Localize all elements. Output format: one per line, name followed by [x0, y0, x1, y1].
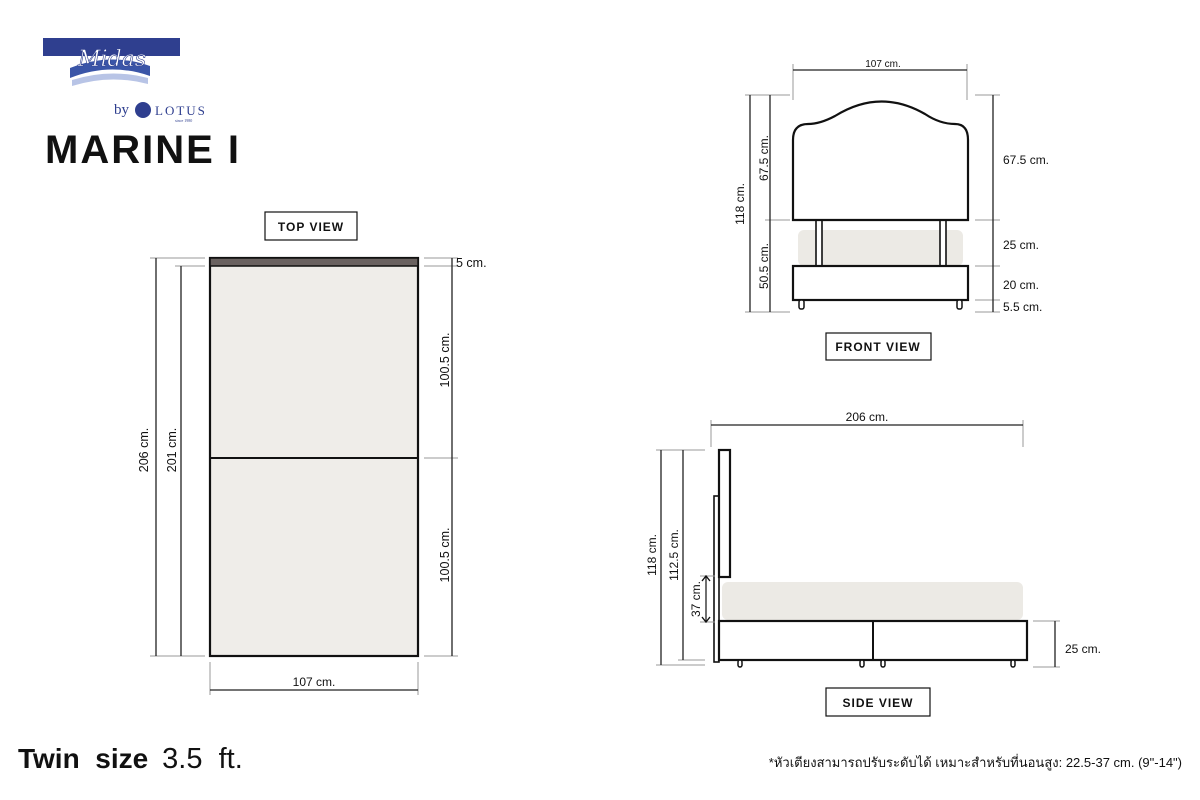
midas-logo: Midas	[43, 38, 180, 86]
dim-headboard: 5 cm.	[456, 256, 487, 270]
dim-adjust-range: 37 cm.	[689, 581, 703, 617]
partner-name: LOTUS	[155, 103, 207, 118]
top-view: TOP VIEW 206 cm. 201 cm. 5 cm. 100.5 cm.…	[137, 211, 487, 695]
dim-inner-length: 201 cm.	[165, 428, 179, 472]
dim-legs: 5.5 cm.	[1003, 300, 1042, 314]
dim-total-height: 118 cm.	[645, 534, 659, 576]
dim-upper-half: 100.5 cm.	[438, 333, 452, 388]
size-value: 3.5 ft.	[162, 743, 243, 775]
lotus-crest-icon	[135, 102, 151, 118]
dim-lower-half: 100.5 cm.	[438, 528, 452, 583]
dim-headboard-height: 112.5 cm.	[667, 529, 681, 581]
partner-since: since 1980	[175, 118, 192, 123]
dim-headboard-left: 67.5 cm.	[757, 135, 771, 181]
dim-total-height: 118 cm.	[733, 183, 747, 225]
top-view-title: TOP VIEW	[278, 220, 344, 234]
dim-base: 20 cm.	[1003, 278, 1039, 292]
side-view: 206 cm. 118 cm. 112.5 cm. 37 cm. 25 cm. …	[645, 410, 1101, 717]
front-view-title: FRONT VIEW	[835, 340, 920, 354]
dim-base: 25 cm.	[1065, 642, 1101, 656]
front-view: 107 cm. 118 cm. 67.5 cm. 50.5 cm. 67.5 c…	[733, 59, 1049, 361]
dim-total-length: 206 cm.	[137, 428, 151, 472]
dim-headboard-right: 67.5 cm.	[1003, 153, 1049, 167]
brand-name: Midas	[77, 47, 146, 72]
headboard-note: *หัวเตียงสามารถปรับระดับได้ เหมาะสำหรับท…	[769, 754, 1182, 771]
dim-width: 107 cm.	[293, 675, 336, 689]
brand-by: by	[114, 102, 130, 118]
dim-base-left: 50.5 cm.	[757, 243, 771, 289]
product-title: MARINE I	[45, 128, 241, 172]
dim-width: 107 cm.	[865, 59, 901, 70]
side-view-title: SIDE VIEW	[842, 696, 913, 710]
dim-length: 206 cm.	[846, 410, 889, 424]
dim-mattress: 25 cm.	[1003, 238, 1039, 252]
